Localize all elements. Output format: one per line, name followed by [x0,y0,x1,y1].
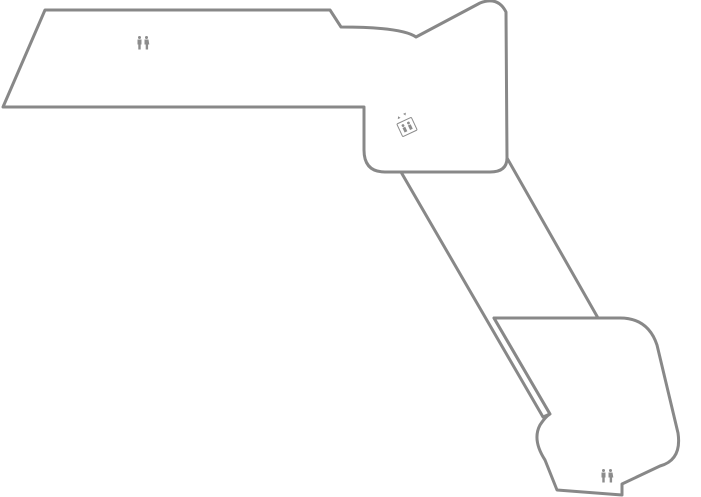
north-wing[interactable] [1,0,509,174]
restroom-icon[interactable] [601,469,614,483]
south-wing[interactable] [492,316,681,497]
elevator-icon[interactable] [394,111,418,137]
